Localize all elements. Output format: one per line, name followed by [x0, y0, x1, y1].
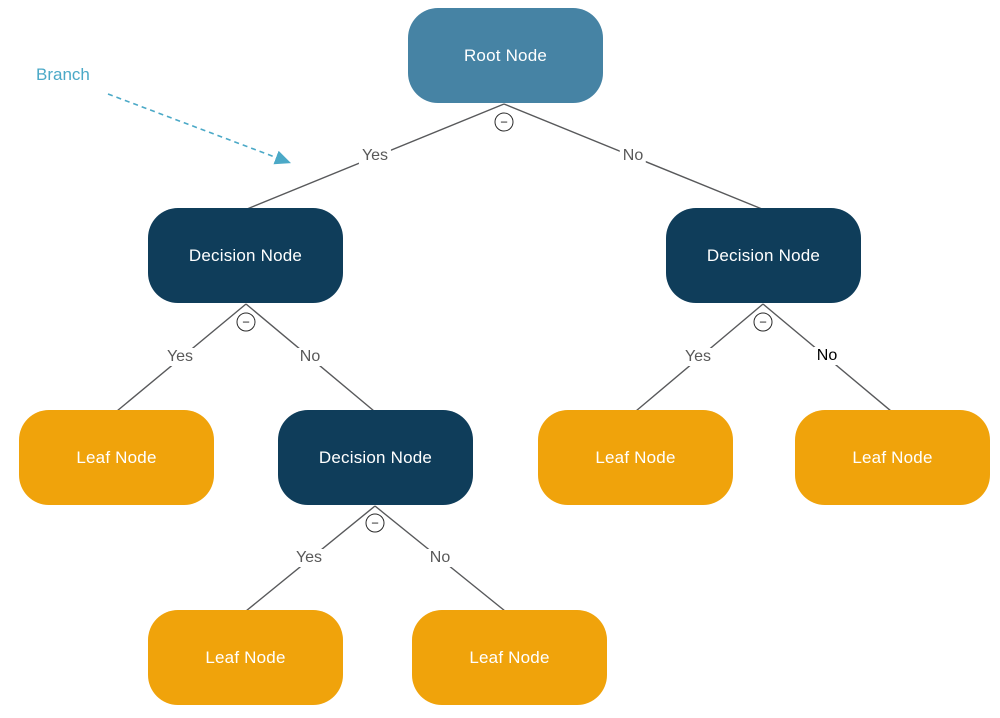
- collapse-icon[interactable]: −: [494, 112, 514, 132]
- node-label: Decision Node: [318, 447, 433, 467]
- node-label: Decision Node: [706, 245, 821, 265]
- edge-label-yes: Yes: [358, 147, 392, 165]
- edge-label-yes: Yes: [292, 549, 326, 567]
- node-label: Leaf Node: [205, 647, 286, 667]
- node-label: Leaf Node: [469, 647, 550, 667]
- edge-label-no: No: [426, 549, 454, 567]
- leaf-node-5[interactable]: Leaf Node: [412, 610, 607, 705]
- edge-label-yes: Yes: [163, 348, 197, 366]
- collapse-icon[interactable]: −: [365, 513, 385, 533]
- decision-node-left[interactable]: Decision Node: [148, 208, 343, 303]
- node-label: Leaf Node: [595, 447, 676, 467]
- edge-label-no: No: [619, 147, 647, 165]
- node-label: Decision Node: [188, 245, 303, 265]
- branch-annotation-label: Branch: [36, 65, 90, 84]
- edge-label-yes: Yes: [681, 348, 715, 366]
- decision-node-right[interactable]: Decision Node: [666, 208, 861, 303]
- edge-label-no-emphasis: No: [813, 347, 841, 365]
- collapse-icon[interactable]: −: [753, 312, 773, 332]
- leaf-node-3[interactable]: Leaf Node: [795, 410, 990, 505]
- branch-annotation-arrow: [107, 93, 291, 165]
- root-node[interactable]: Root Node: [408, 8, 603, 103]
- node-label: Root Node: [463, 45, 548, 65]
- decision-node-mid[interactable]: Decision Node: [278, 410, 473, 505]
- leaf-node-4[interactable]: Leaf Node: [148, 610, 343, 705]
- leaf-node-1[interactable]: Leaf Node: [19, 410, 214, 505]
- node-label: Leaf Node: [76, 447, 157, 467]
- collapse-icon[interactable]: −: [236, 312, 256, 332]
- node-label: Leaf Node: [852, 447, 933, 467]
- leaf-node-2[interactable]: Leaf Node: [538, 410, 733, 505]
- edge-label-no: No: [296, 348, 324, 366]
